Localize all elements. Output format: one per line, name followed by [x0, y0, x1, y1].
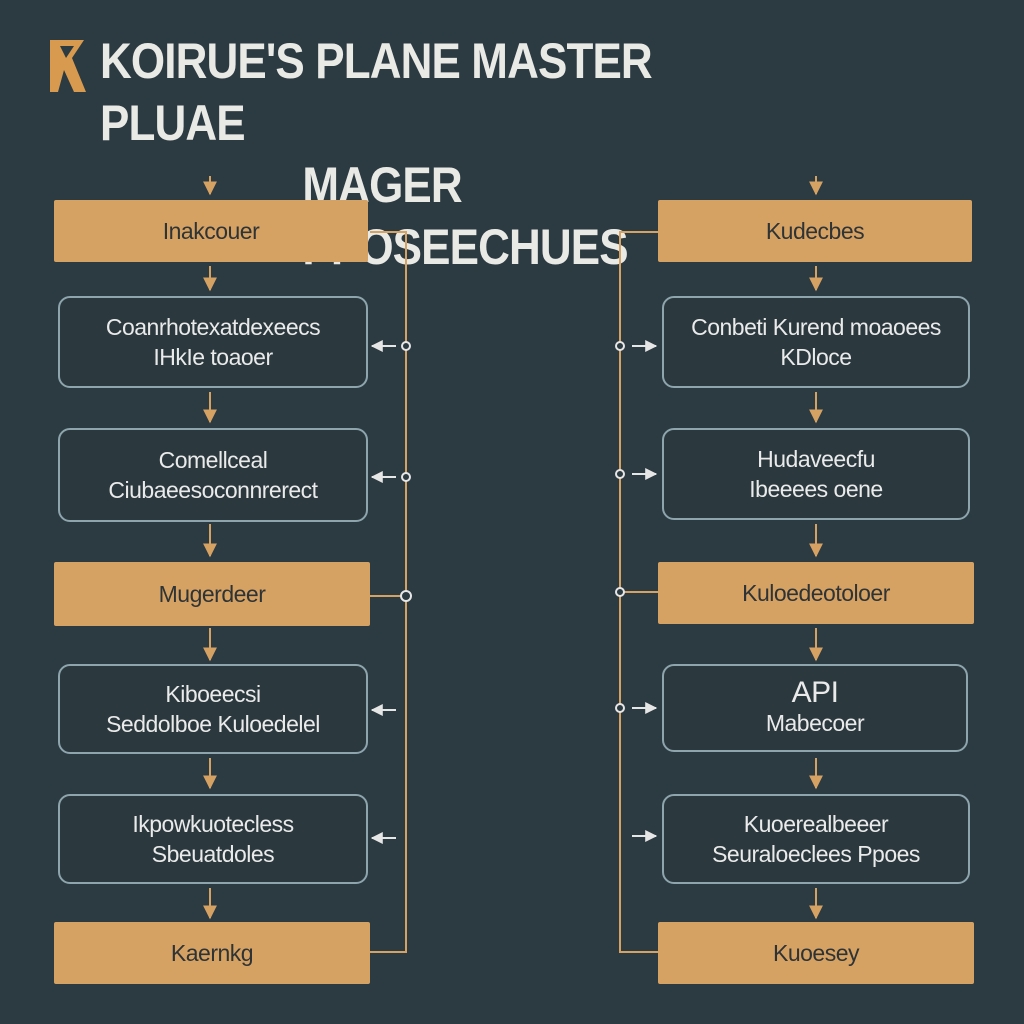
left-node-6: Ikpowkuotecless Sbeuatdoles — [58, 794, 368, 884]
left-node-3: Comellceal Ciubaeesoconnrerect — [58, 428, 368, 522]
node-label: API — [791, 676, 839, 709]
node-label: Comellceal — [158, 447, 268, 473]
node-sublabel: IHkIe toaoer — [153, 344, 273, 370]
node-label: Kuoerealbeeer — [743, 811, 889, 837]
left-node-1: Inakcouer — [54, 200, 368, 262]
node-label: Inakcouer — [162, 218, 260, 244]
title-line-1: KOIRUE'S PLANE MASTER PLUAE — [100, 33, 653, 151]
node-sublabel: Seddolboe Kuloedelel — [106, 711, 320, 737]
left-node-2: Coanrhotexatdexeecs IHkIe toaoer — [58, 296, 368, 388]
node-label: Coanrhotexatdexeecs — [105, 314, 321, 340]
right-node-5: API Mabecoer — [662, 664, 968, 752]
node-sublabel: Ciubaeesoconnrerect — [108, 477, 318, 503]
page-title: KOIRUE'S PLANE MASTER PLUAE MAGER PPOSEE… — [100, 30, 698, 278]
node-label: Kudecbes — [765, 218, 865, 244]
left-node-5: Kiboeecsi Seddolboe Kuloedelel — [58, 664, 368, 754]
node-label: Conbeti Kurend moaoees — [691, 314, 941, 340]
logo-icon — [50, 40, 86, 92]
right-node-2: Conbeti Kurend moaoees KDloce — [662, 296, 970, 388]
node-label: Kuoesey — [772, 940, 860, 966]
right-node-7: Kuoesey — [658, 922, 974, 984]
left-node-4: Mugerdeer — [54, 562, 370, 626]
node-label: Kaernkg — [170, 940, 254, 966]
node-sublabel: Sbeuatdoles — [151, 841, 275, 867]
node-label: Mugerdeer — [158, 581, 266, 607]
left-node-7: Kaernkg — [54, 922, 370, 984]
node-sublabel: KDloce — [780, 344, 852, 370]
node-sublabel: Seuraloeclees Ppoes — [712, 841, 920, 867]
right-node-1: Kudecbes — [658, 200, 972, 262]
node-label: Kuloedeotoloer — [742, 580, 890, 606]
right-node-6: Kuoerealbeeer Seuraloeclees Ppoes — [662, 794, 970, 884]
node-label: Hudaveecfu — [757, 446, 875, 472]
right-node-3: Hudaveecfu Ibeeees oene — [662, 428, 970, 520]
node-sublabel: Mabecoer — [765, 710, 865, 736]
node-label: Ikpowkuotecless — [132, 811, 294, 837]
node-sublabel: Ibeeees oene — [749, 476, 883, 502]
right-node-4: Kuloedeotoloer — [658, 562, 974, 624]
node-label: Kiboeecsi — [165, 681, 261, 707]
